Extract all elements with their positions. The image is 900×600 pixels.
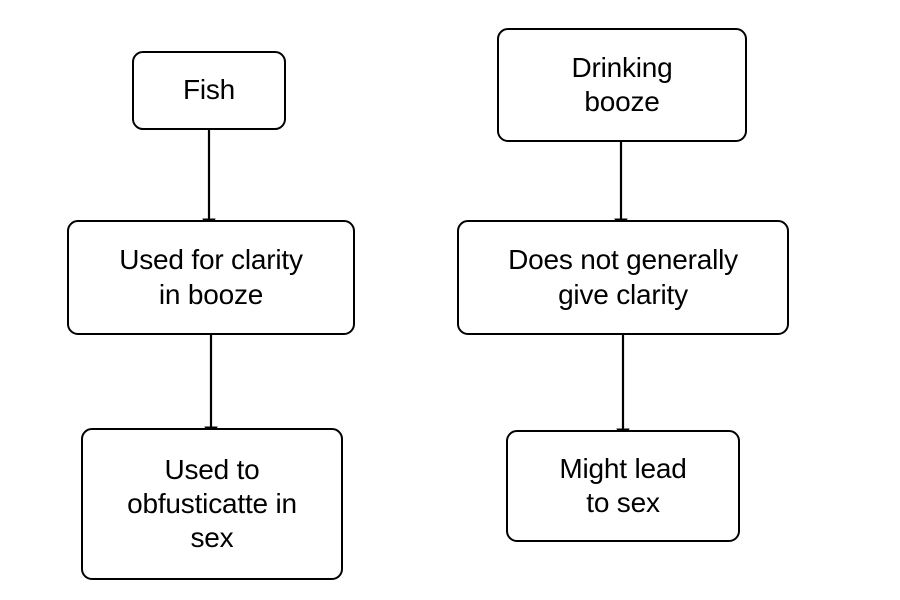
flow-node-used-for-clarity[interactable]: Used for clarity in booze bbox=[67, 220, 355, 335]
flow-node-label: Drinking booze bbox=[571, 51, 673, 117]
flow-node-fish[interactable]: Fish bbox=[132, 51, 286, 130]
flow-node-does-not-give-clarity[interactable]: Does not generally give clarity bbox=[457, 220, 789, 335]
flow-node-label: Used for clarity in booze bbox=[119, 244, 303, 310]
flow-node-used-to-obfusticatte[interactable]: Used to obfusticatte in sex bbox=[81, 428, 343, 580]
flow-node-might-lead-to-sex[interactable]: Might lead to sex bbox=[506, 430, 740, 542]
flow-node-label: Used to obfusticatte in sex bbox=[127, 453, 297, 554]
flow-node-label: Does not generally give clarity bbox=[508, 244, 738, 310]
flow-node-label: Might lead to sex bbox=[559, 452, 687, 518]
flow-node-label: Fish bbox=[182, 74, 236, 106]
flow-node-drinking-booze[interactable]: Drinking booze bbox=[497, 28, 747, 142]
